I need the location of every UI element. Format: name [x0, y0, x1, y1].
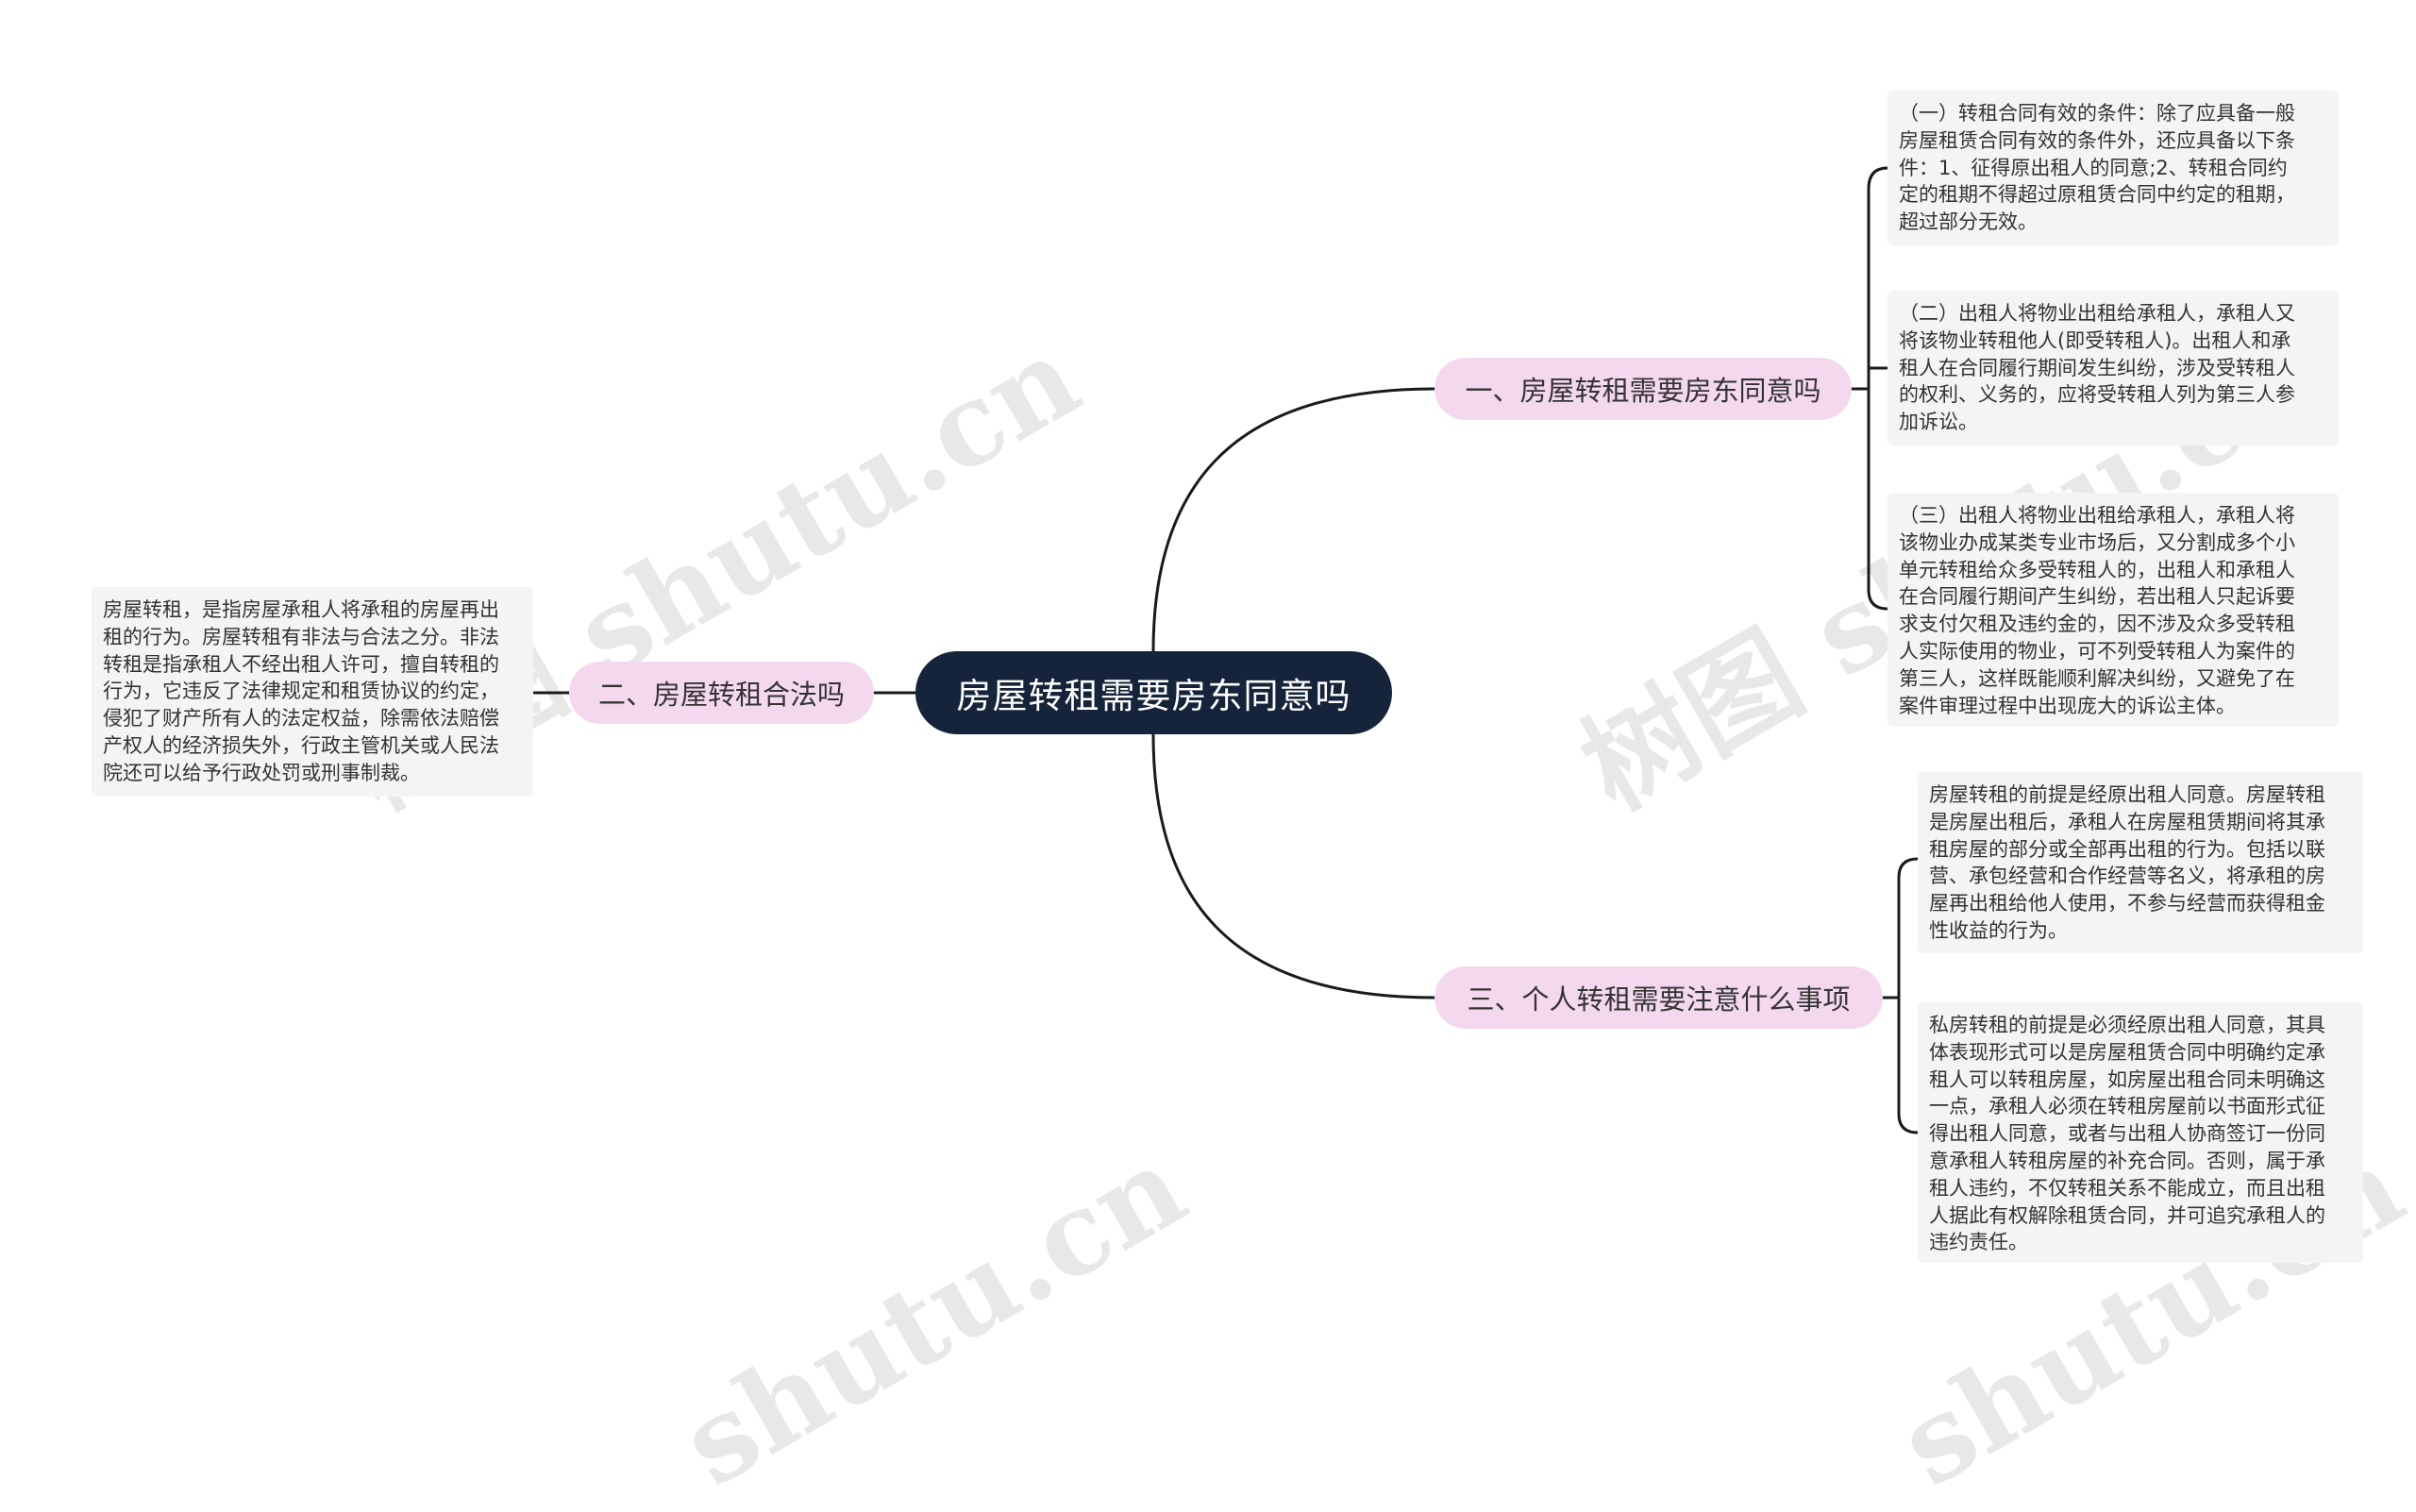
- connector-branch-1-leaves: [1867, 166, 1889, 611]
- leaf-note[interactable]: （二）出租人将物业出租给承租人，承租人又 将该物业转租他人(即受转租人)。出租人…: [1888, 291, 2339, 445]
- leaf-note[interactable]: 房屋转租的前提是经原出租人同意。房屋转租 是房屋出租后，承租人在房屋租赁期间将其…: [1918, 772, 2363, 953]
- connector-root-branch-1: [1151, 387, 1436, 653]
- mindmap-canvas: 树图 shutu.cn 树图 shutu.cn shutu.cn shutu.c…: [92, 91, 2416, 1512]
- branch-topic-1[interactable]: 一、房屋转租需要房东同意吗: [1434, 358, 1852, 420]
- connector-root-branch-3: [1151, 732, 1436, 1000]
- branch-topic-3[interactable]: 三、个人转租需要注意什么事项: [1434, 966, 1883, 1029]
- leaf-note[interactable]: （一）转租合同有效的条件：除了应具备一般 房屋租赁合同有效的条件外，还应具备以下…: [1888, 91, 2339, 245]
- leaf-note[interactable]: 房屋转租，是指房屋承租人将承租的房屋再出 租的行为。房屋转租有非法与合法之分。非…: [92, 587, 533, 797]
- connector-branch-3-leaves: [1897, 857, 1920, 1134]
- branch-topic-2[interactable]: 二、房屋转租合法吗: [569, 662, 874, 724]
- leaf-note[interactable]: （三）出租人将物业出租给承租人，承租人将 该物业办成某类专业市场后，又分割成多个…: [1888, 493, 2339, 727]
- leaf-note[interactable]: 私房转租的前提是必须经原出租人同意，其具 体表现形式可以是房屋租赁合同中明确约定…: [1918, 1002, 2363, 1263]
- root-topic[interactable]: 房屋转租需要房东同意吗: [915, 651, 1392, 734]
- connector-lines: [531, 166, 1920, 1134]
